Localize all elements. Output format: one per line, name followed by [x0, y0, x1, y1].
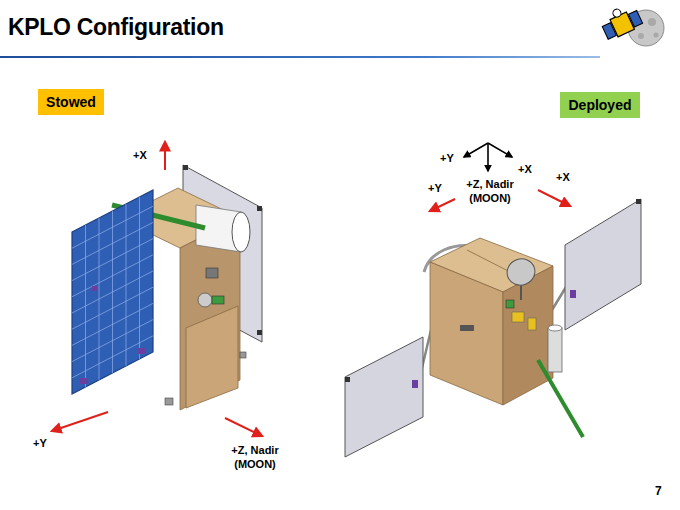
satellite-icon	[598, 1, 643, 41]
logo-panel	[629, 11, 643, 27]
foot	[240, 352, 246, 358]
slide-title: KPLO Configuration	[8, 14, 224, 41]
solar-cell-line	[72, 287, 153, 329]
axis-label: +X	[556, 170, 570, 184]
axis-triad	[464, 143, 488, 157]
solar-cell-line	[72, 222, 153, 264]
axis-arrow	[52, 412, 108, 431]
panel-clip	[570, 290, 576, 298]
instrument	[512, 312, 524, 322]
panel-corner	[257, 330, 262, 335]
page-number: 7	[655, 484, 662, 498]
stowed-solar-panel-front	[72, 190, 153, 394]
panel-corner	[257, 206, 262, 211]
axis-label: +Z, Nadir (MOON)	[459, 177, 521, 205]
cylinder-end	[232, 212, 250, 252]
axis-label: +Y	[33, 436, 47, 450]
instrument	[528, 318, 536, 330]
dish-stem	[520, 285, 522, 300]
moon-crater	[638, 33, 644, 39]
bus-front	[430, 262, 503, 405]
instrument	[206, 268, 218, 278]
bus-side	[503, 266, 553, 405]
axis-arrow	[538, 190, 570, 206]
bus-lower-box	[186, 306, 238, 408]
axis-triad	[488, 143, 512, 157]
instrument	[212, 296, 224, 304]
header-rule	[0, 56, 600, 58]
moon-crater	[654, 33, 659, 38]
axis-arrow	[430, 199, 455, 211]
panel-clip	[92, 286, 97, 291]
solar-cell-line	[72, 320, 153, 362]
instrument	[198, 293, 212, 307]
instrument-cylinder	[548, 328, 562, 372]
axis-label: +Z, Nadir (MOON)	[222, 443, 288, 471]
axis-arrow	[225, 418, 262, 436]
cylinder-end	[548, 325, 562, 331]
deployed-dish	[503, 255, 538, 289]
panel-corner	[345, 377, 350, 382]
stowed-axes	[52, 142, 262, 436]
panel-clip	[138, 348, 146, 354]
axis-triad	[487, 143, 489, 171]
instrument	[460, 325, 474, 331]
panel-clip	[412, 380, 418, 388]
axis-label: +X	[518, 162, 532, 176]
axis-label: +Y	[440, 151, 454, 165]
axis-label: +X	[133, 148, 147, 162]
panel-corner	[183, 165, 188, 170]
solar-cell-grid	[72, 197, 153, 387]
panel-boom	[552, 287, 566, 310]
moon-crater	[648, 18, 656, 26]
tag-text: Stowed	[46, 94, 96, 110]
axis-label: +Y	[428, 181, 442, 195]
foot	[165, 398, 173, 405]
solar-cell-line	[72, 336, 153, 378]
deployed-solar-panel-right	[565, 199, 641, 330]
tag-text: Deployed	[568, 97, 631, 113]
deployed-axes	[430, 143, 570, 211]
solar-cell-line	[72, 206, 153, 248]
solar-cell-line	[72, 271, 153, 313]
panel-clip	[80, 378, 88, 384]
instrument	[506, 300, 514, 308]
deployed-spacecraft	[345, 199, 641, 457]
logo-dish	[612, 8, 623, 19]
mission-logo	[598, 1, 664, 46]
stowed-tag: Stowed	[38, 89, 104, 115]
panel-corner	[636, 199, 641, 204]
stowed-spacecraft	[72, 165, 262, 410]
solar-cell-line	[72, 303, 153, 345]
deployed-tag: Deployed	[560, 92, 640, 118]
axis-arrow	[164, 142, 166, 170]
deployed-boom	[538, 360, 583, 437]
deployed-solar-panel-left	[345, 337, 423, 457]
solar-cell-line	[72, 255, 153, 297]
solar-cell-line	[72, 239, 153, 281]
